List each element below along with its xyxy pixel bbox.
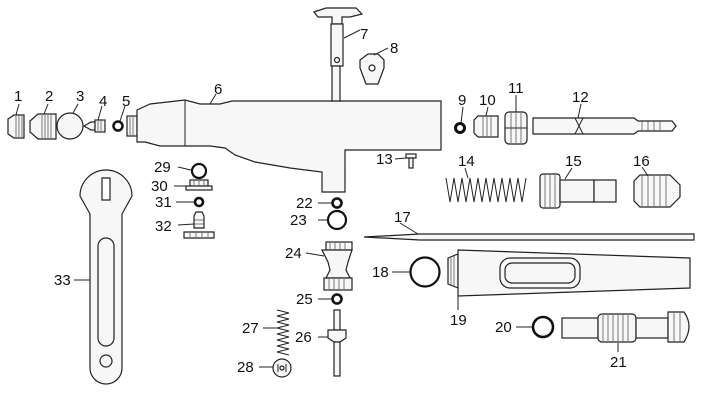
label-13: 13 — [376, 151, 393, 168]
part-15-spring-case — [539, 173, 617, 209]
label-7: 7 — [360, 26, 368, 43]
part-26-valve-stem — [327, 309, 347, 377]
label-17: 17 — [394, 209, 411, 226]
part-32-valve — [183, 211, 215, 239]
label-18: 18 — [372, 264, 389, 281]
part-27-valve-spring — [276, 309, 290, 356]
part-2-nozzle-cap — [29, 113, 57, 140]
part-16-adjustment-nut — [633, 174, 681, 208]
label-31: 31 — [155, 194, 172, 211]
label-28: 28 — [237, 359, 254, 376]
label-23: 23 — [290, 212, 307, 229]
part-23-o-ring — [326, 209, 348, 231]
label-19: 19 — [450, 312, 467, 329]
part-30-nut — [185, 179, 213, 191]
label-6: 6 — [214, 81, 222, 98]
part-7-trigger — [312, 7, 364, 102]
label-20: 20 — [495, 319, 512, 336]
label-5: 5 — [122, 93, 130, 110]
label-12: 12 — [572, 89, 589, 106]
part-11-chuck-guide — [504, 111, 528, 145]
label-26: 26 — [295, 329, 312, 346]
label-33: 33 — [54, 272, 71, 289]
label-8: 8 — [390, 40, 398, 57]
leader-lines — [15, 29, 649, 368]
part-25-o-ring — [331, 293, 343, 305]
part-10-guide — [473, 115, 499, 138]
part-1-air-cap — [7, 114, 25, 139]
part-19-handle — [447, 249, 691, 297]
part-6-body — [126, 99, 442, 193]
part-5-o-ring — [112, 120, 124, 132]
part-29-o-ring — [190, 162, 208, 180]
label-16: 16 — [633, 153, 650, 170]
part-9-o-ring — [454, 122, 466, 134]
label-24: 24 — [285, 245, 302, 262]
label-9: 9 — [458, 92, 466, 109]
label-30: 30 — [151, 178, 168, 195]
part-31-o-ring — [193, 196, 205, 208]
label-22: 22 — [296, 195, 313, 212]
part-3-washer — [56, 112, 84, 140]
label-25: 25 — [296, 291, 313, 308]
part-13-screw — [405, 153, 417, 169]
part-33-wrench — [79, 169, 133, 385]
part-14-spring — [445, 177, 527, 203]
label-15: 15 — [565, 153, 582, 170]
part-12-needle-chuck — [532, 117, 677, 135]
label-21: 21 — [610, 354, 627, 371]
label-11: 11 — [508, 80, 524, 97]
label-27: 27 — [242, 320, 259, 337]
label-3: 3 — [76, 88, 84, 105]
label-2: 2 — [45, 88, 53, 105]
part-number-labels: 1 2 3 4 5 6 7 8 9 10 11 12 13 14 15 16 1… — [14, 26, 650, 376]
part-24-valve-body — [321, 241, 353, 291]
part-20-o-ring — [531, 315, 555, 339]
part-4-nozzle — [82, 119, 106, 133]
label-10: 10 — [479, 92, 496, 109]
part-28-valve-guide — [272, 358, 292, 378]
part-21-pre-set-handle — [561, 311, 690, 343]
label-1: 1 — [14, 88, 22, 105]
label-29: 29 — [154, 159, 171, 176]
part-18-o-ring — [409, 256, 441, 288]
label-32: 32 — [155, 218, 172, 235]
label-14: 14 — [458, 153, 475, 170]
label-4: 4 — [99, 93, 107, 110]
part-22-o-ring — [331, 197, 343, 209]
part-17-needle — [363, 233, 695, 241]
part-8-trigger-guide — [359, 53, 385, 85]
